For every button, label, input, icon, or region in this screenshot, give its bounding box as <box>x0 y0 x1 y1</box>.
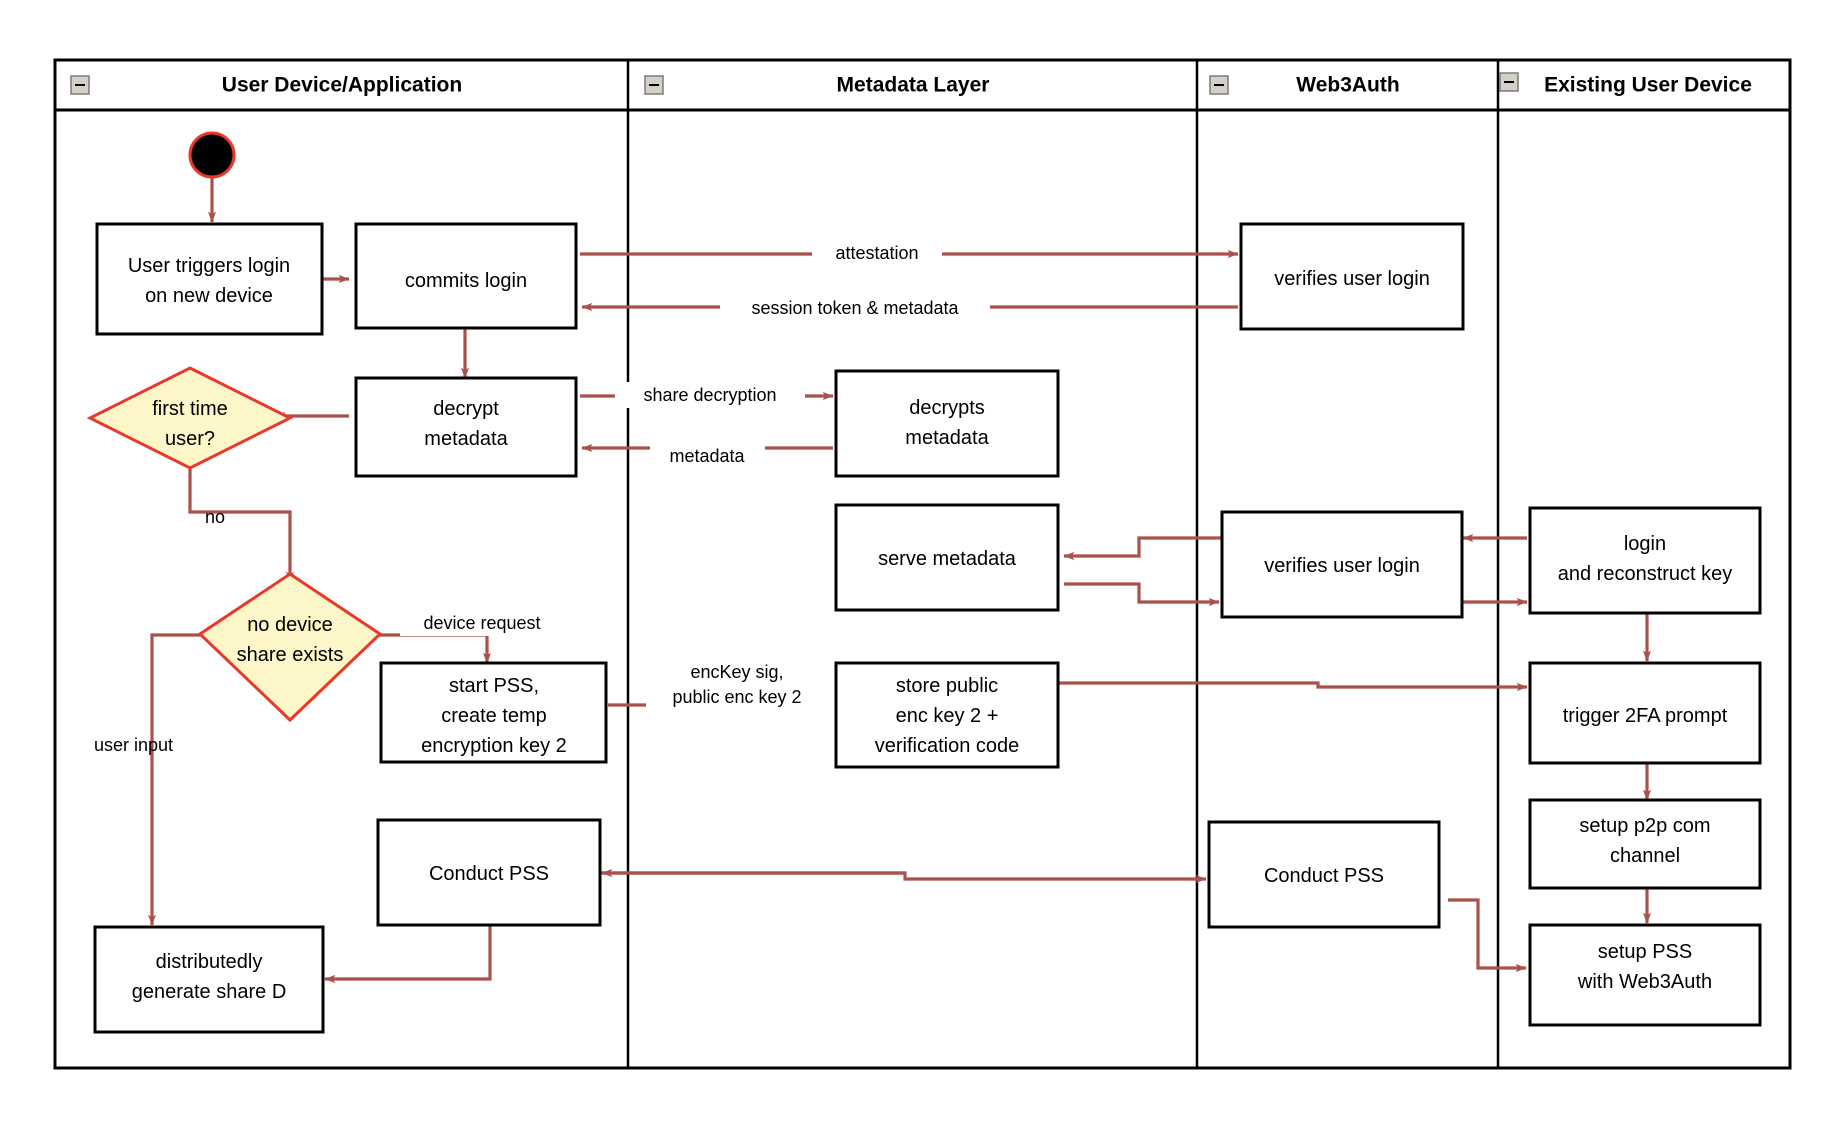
node-start-pss[interactable]: start PSS, create temp encryption key 2 <box>379 661 608 764</box>
edge-conduct-pss-to-setup-pss <box>1448 898 1527 973</box>
node-login-reconstruct-line2: and reconstruct key <box>1558 563 1733 585</box>
node-serve-metadata-label: serve metadata <box>878 548 1017 570</box>
node-store-public-enc-key[interactable]: store public enc key 2 + verification co… <box>834 661 1060 769</box>
node-login-reconstruct-key[interactable]: login and reconstruct key <box>1528 506 1762 615</box>
node-setup-p2p-line1: setup p2p com <box>1579 815 1710 837</box>
node-login-reconstruct-line1: login <box>1624 533 1666 555</box>
node-generate-share-d-line1: distributedly <box>156 951 263 973</box>
node-verifies-user-login-2[interactable]: verifies user login <box>1220 510 1464 619</box>
node-start-pss-line3: encryption key 2 <box>421 735 567 757</box>
edge-no-branch <box>188 466 295 583</box>
node-decrypt-metadata-line2: metadata <box>424 428 508 450</box>
node-verifies-user-login-2-label: verifies user login <box>1264 555 1420 577</box>
edge-labels: attestation session token & metadata sha… <box>94 240 990 755</box>
collapse-minus-icon-lane-3[interactable] <box>1209 75 1229 95</box>
node-commits-login-label: commits login <box>405 270 527 292</box>
lane-title-metadata: Metadata Layer <box>837 74 990 97</box>
node-verifies-user-login-1-label: verifies user login <box>1274 268 1430 290</box>
edge-conduct-pss-to-generate-share-d <box>324 925 492 984</box>
node-distributedly-generate-share-d[interactable]: distributedly generate share D <box>93 925 325 1034</box>
node-store-public-enc-key-line3: verification code <box>875 735 1020 757</box>
edge-label-user-input: user input <box>94 735 173 755</box>
edge-label-enckey-sig-line1: encKey sig, <box>690 662 783 682</box>
node-conduct-pss-web3auth-label: Conduct PSS <box>1264 865 1384 887</box>
node-conduct-pss-user[interactable]: Conduct PSS <box>376 818 602 927</box>
lane-header-metadata[interactable]: Metadata Layer <box>644 74 990 97</box>
node-conduct-pss-user-label: Conduct PSS <box>429 863 549 885</box>
collapse-minus-icon-lane-1[interactable] <box>70 75 90 95</box>
edge-user-input <box>147 633 212 926</box>
node-no-device-share-line2: share exists <box>237 644 344 666</box>
node-decrypt-metadata[interactable]: decrypt metadata <box>354 376 578 478</box>
edge-label-share-decryption: share decryption <box>643 385 776 405</box>
node-store-public-enc-key-line2: enc key 2 + <box>896 705 999 727</box>
node-start[interactable] <box>188 131 236 179</box>
node-store-public-enc-key-line1: store public <box>896 675 998 697</box>
node-decrypts-metadata-line2: metadata <box>905 427 989 449</box>
node-setup-p2p-line2: channel <box>1610 845 1680 867</box>
node-setup-p2p-com-channel[interactable]: setup p2p com channel <box>1528 798 1762 890</box>
lane-header-existing-device[interactable]: Existing User Device <box>1499 72 1752 97</box>
lane-title-web3auth: Web3Auth <box>1296 74 1399 97</box>
edge-label-enckey-sig-line2: public enc key 2 <box>672 687 801 707</box>
lane-header-web3auth[interactable]: Web3Auth <box>1209 74 1400 97</box>
node-decrypt-metadata-line1: decrypt <box>433 398 499 420</box>
node-verifies-user-login-1[interactable]: verifies user login <box>1239 222 1465 331</box>
node-first-time-user-line2: user? <box>165 428 215 450</box>
lane-title-existing-device: Existing User Device <box>1544 74 1752 97</box>
edge-label-no: no <box>205 507 225 527</box>
node-no-device-share-line1: no device <box>247 614 333 636</box>
edge-verifies-login-to-serve-metadata <box>1063 536 1222 561</box>
lane-title-user-device: User Device/Application <box>222 74 462 97</box>
edge-serve-metadata-to-verifies-login <box>1064 582 1220 607</box>
node-decrypts-metadata[interactable]: decrypts metadata <box>834 369 1060 478</box>
edge-store-to-trigger-2fa <box>1059 681 1528 692</box>
node-trigger-2fa-prompt-label: trigger 2FA prompt <box>1563 705 1728 727</box>
lane-header-user-device[interactable]: User Device/Application <box>70 74 462 97</box>
node-conduct-pss-web3auth[interactable]: Conduct PSS <box>1207 820 1441 929</box>
node-start-pss-line2: create temp <box>441 705 547 727</box>
node-first-time-user-line1: first time <box>152 398 228 420</box>
edge-label-session-token: session token & metadata <box>751 298 959 318</box>
edge-label-metadata: metadata <box>669 446 745 466</box>
node-trigger-2fa-prompt[interactable]: trigger 2FA prompt <box>1528 661 1762 765</box>
collapse-minus-icon-lane-4[interactable] <box>1499 72 1519 92</box>
node-user-triggers-login-line1: User triggers login <box>128 255 290 277</box>
node-setup-pss-web3auth-line1: setup PSS <box>1598 941 1693 963</box>
edge-label-device-request: device request <box>423 613 540 633</box>
node-serve-metadata[interactable]: serve metadata <box>834 503 1060 612</box>
node-user-triggers-login-line2: on new device <box>145 285 273 307</box>
node-decrypts-metadata-line1: decrypts <box>909 397 985 419</box>
collapse-minus-icon-lane-2[interactable] <box>644 75 664 95</box>
node-setup-pss-web3auth[interactable]: setup PSS with Web3Auth <box>1528 923 1762 1027</box>
node-commits-login[interactable]: commits login <box>354 222 578 330</box>
edge-label-attestation: attestation <box>835 243 918 263</box>
node-generate-share-d-line2: generate share D <box>132 981 287 1003</box>
node-first-time-user[interactable]: first time user? <box>86 366 294 470</box>
node-no-device-share-exists[interactable]: no device share exists <box>197 572 383 723</box>
node-user-triggers-login[interactable]: User triggers login on new device <box>95 222 324 336</box>
node-setup-pss-web3auth-line2: with Web3Auth <box>1577 971 1712 993</box>
node-start-pss-line1: start PSS, <box>449 675 539 697</box>
